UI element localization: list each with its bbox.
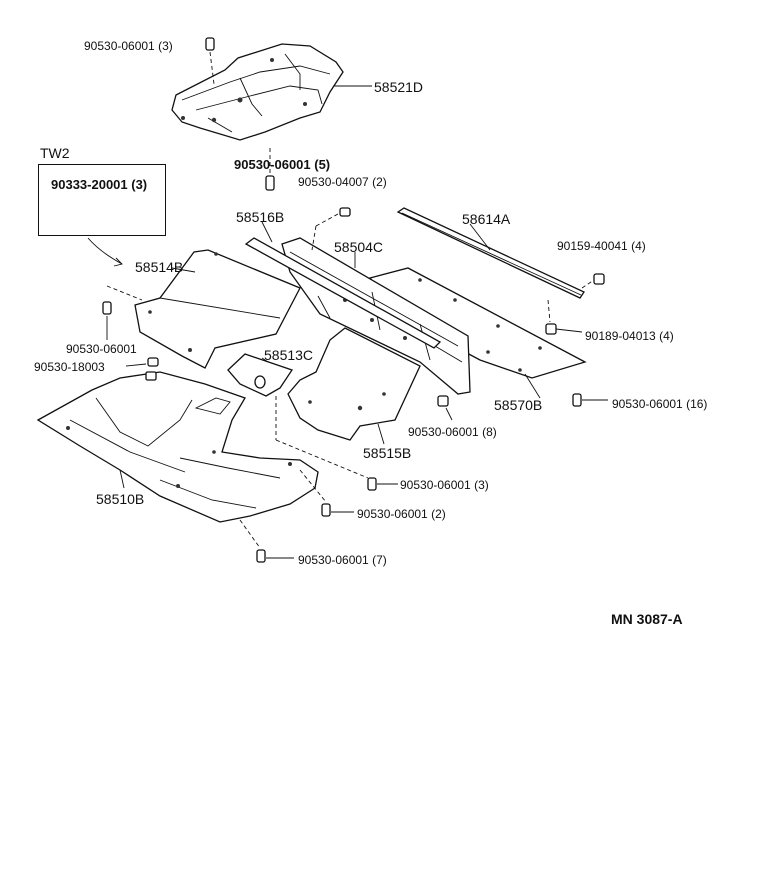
label-58570B: 58570B — [494, 397, 543, 413]
label-fastener-18003: 90530-18003 — [34, 360, 105, 374]
part-58513C-drawing — [227, 353, 294, 397]
label-58614A: 58614A — [462, 211, 511, 227]
label-fastener-7: 90530-06001 (7) — [298, 553, 387, 567]
label-fastener-2: 90530-06001 (2) — [357, 507, 446, 521]
fastener-8-drawing — [437, 395, 453, 421]
label-58515B: 58515B — [363, 445, 412, 461]
label-58504C: 58504C — [334, 239, 384, 255]
label-fastener-8: 90530-06001 (8) — [408, 425, 497, 439]
label-58514B: 58514B — [135, 259, 184, 275]
fasteners-bottom-drawing — [239, 469, 398, 563]
fastener-right-drawing — [545, 273, 608, 407]
label-fastener-04007: 90530-04007 (2) — [298, 175, 387, 189]
label-fastener-40041: 90159-40041 (4) — [557, 239, 646, 253]
part-58516B-drawing — [244, 221, 442, 349]
label-58521D: 58521D — [374, 79, 424, 95]
fastener-left-drawing — [102, 285, 143, 340]
label-58510B: 58510B — [96, 491, 145, 507]
label-fastener-left: 90530-06001 — [66, 342, 137, 356]
diagram-code: MN 3087-A — [611, 611, 683, 627]
part-58514B-drawing — [134, 249, 301, 369]
part-58614A-drawing — [396, 207, 585, 299]
part-58515B-drawing — [275, 327, 421, 479]
label-fastener-16: 90530-06001 (16) — [612, 397, 708, 411]
fastener-18003-drawing — [125, 357, 159, 367]
callout-title: TW2 — [40, 145, 70, 161]
callout-arrow — [87, 237, 123, 267]
label-58513C: 58513C — [264, 347, 314, 363]
label-fastener-5: 90530-06001 (5) — [234, 157, 331, 172]
label-fastener-top-3: 90530-06001 (3) — [84, 39, 173, 53]
callout-box: 90333-20001 (3) — [38, 164, 166, 236]
part-58510B-drawing — [36, 371, 319, 523]
label-fastener-mid-3: 90530-06001 (3) — [400, 478, 489, 492]
label-fastener-04013: 90189-04013 (4) — [585, 329, 674, 343]
label-58516B: 58516B — [236, 209, 285, 225]
fastener-04007-drawing — [311, 207, 351, 251]
part-58521D-drawing — [171, 43, 344, 141]
fastener-top-drawing — [205, 37, 372, 191]
callout-part-label: 90333-20001 (3) — [51, 177, 148, 192]
